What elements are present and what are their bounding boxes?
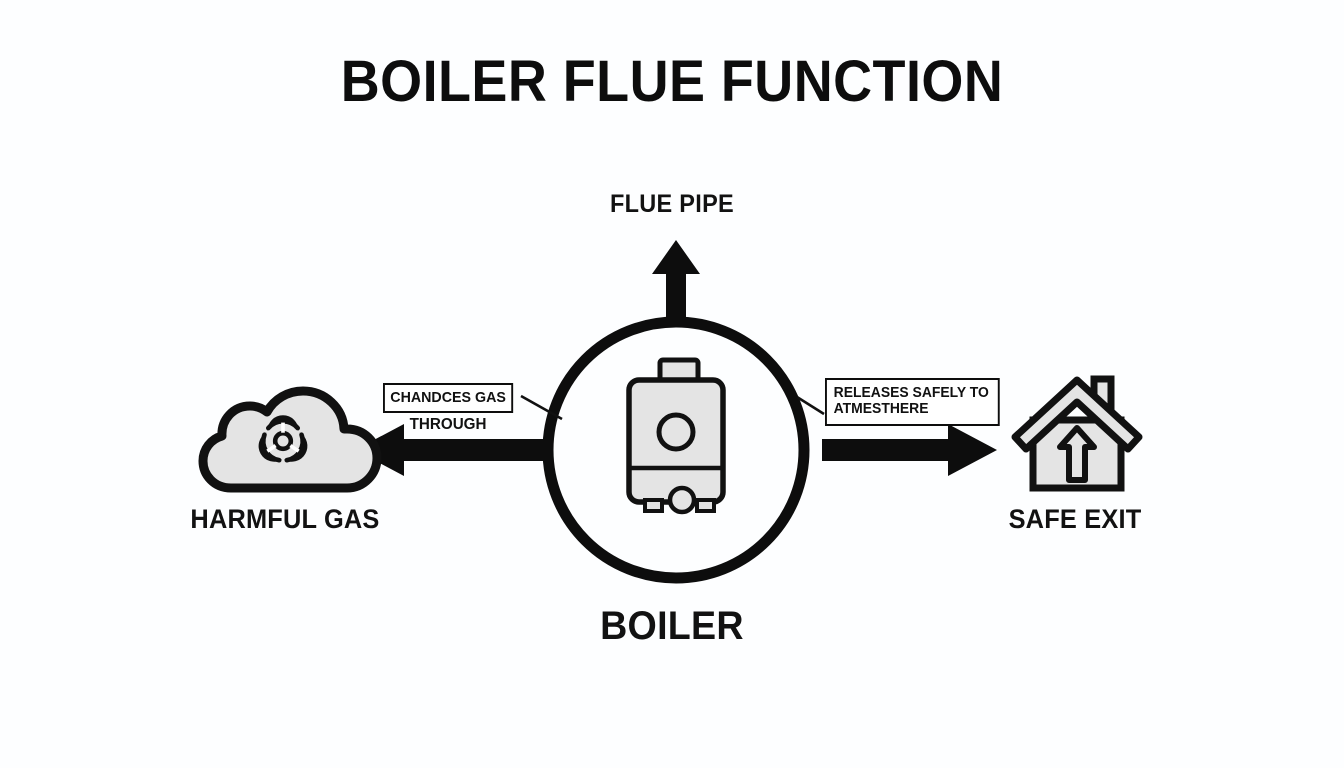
- arrow-right: [822, 424, 997, 476]
- right-annotation-box: RELEASES SAFELY TO ATMESTHERE: [825, 378, 1000, 426]
- flue-pipe-label: FLUE PIPE: [610, 190, 734, 218]
- left-annotation-box: CHANDCES GAS: [383, 383, 514, 413]
- right-leader-line: [796, 395, 825, 416]
- boiler-circle-outline: [542, 316, 810, 584]
- hazard-gas-cloud-icon: [198, 386, 382, 493]
- safe-exit-label: SAFE EXIT: [1008, 504, 1142, 534]
- boiler-foot-left: [643, 498, 664, 513]
- left-leader-line: [520, 394, 563, 421]
- boiler-label: BOILER: [600, 604, 744, 648]
- arrow-left: [355, 424, 543, 476]
- harmful-gas-label: HARMFUL GAS: [190, 504, 380, 534]
- boiler-unit-icon: [626, 357, 726, 515]
- house-roof: [1011, 376, 1143, 453]
- house-up-arrow: [1057, 425, 1097, 483]
- boiler-upper-dial: [656, 412, 696, 452]
- biohazard-icon: [258, 415, 308, 463]
- left-annotation-subtext: THROUGH: [409, 416, 487, 433]
- house-with-up-arrow-icon: [1011, 375, 1143, 492]
- right-annotation-line-2: ATMESTHERE: [833, 401, 929, 418]
- boiler-lower-dial: [667, 485, 697, 515]
- page-title: BOILER FLUE FUNCTION: [340, 49, 1004, 114]
- boiler-foot-right: [695, 498, 716, 513]
- arrow-up: [652, 240, 700, 318]
- right-annotation-line-1: RELEASES SAFELY TO: [833, 385, 989, 401]
